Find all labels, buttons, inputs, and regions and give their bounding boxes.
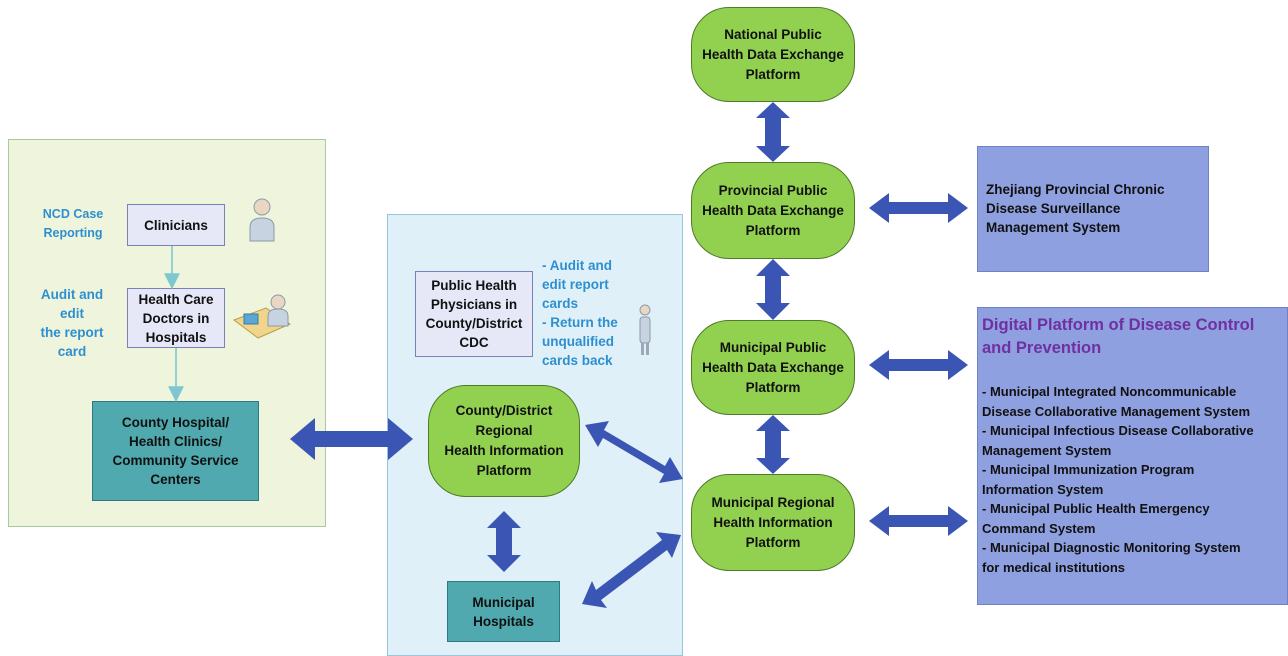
municipal-hospitals-regional-arrow <box>582 532 681 608</box>
county-platform-hospitals-arrow <box>487 511 521 572</box>
national-platform-node: National Public Health Data Exchange Pla… <box>691 7 855 102</box>
provincial-municipal-arrow <box>756 259 790 320</box>
county-regional-platform-node: County/District Regional Health Informat… <box>428 385 580 497</box>
public-health-physicians-box: Public Health Physicians in County/Distr… <box>415 271 533 357</box>
municipal-regional-platform-node: Municipal Regional Health Information Pl… <box>691 474 855 571</box>
audit-edit-note: Audit and edit the report card <box>40 287 104 359</box>
county-hospital-county-platform-arrow <box>290 418 413 460</box>
zhejiang-surveillance-system-box: Zhejiang Provincial Chronic Disease Surv… <box>977 146 1209 272</box>
digital-platform-title: Digital Platform of Disease Control and … <box>982 316 1255 357</box>
ncd-case-reporting-note: NCD Case Reporting <box>42 207 104 240</box>
county-platform-regional-arrow <box>585 421 683 483</box>
municipal-platform-node: Municipal Public Health Data Exchange Pl… <box>691 320 855 415</box>
municipal-digital-arrow <box>869 350 968 380</box>
county-hospital-box: County Hospital/ Health Clinics/ Communi… <box>92 401 259 501</box>
provincial-platform-node: Provincial Public Health Data Exchange P… <box>691 162 855 259</box>
health-care-doctors-box: Health Care Doctors in Hospitals <box>127 288 225 348</box>
digital-platform-box: Digital Platform of Disease Control and … <box>977 307 1288 605</box>
physician-audit-notes: - Audit and edit report cards - Return t… <box>542 258 618 368</box>
municipal-hospitals-box: Municipal Hospitals <box>447 581 560 642</box>
municipal-regional-arrow <box>756 415 790 474</box>
provincial-zhejiang-arrow <box>869 193 968 223</box>
digital-platform-systems-list: - Municipal Integrated Noncommunicable D… <box>982 384 1254 575</box>
regional-digital-arrow <box>869 506 968 536</box>
national-provincial-arrow <box>756 102 790 162</box>
clinicians-box: Clinicians <box>127 204 225 246</box>
